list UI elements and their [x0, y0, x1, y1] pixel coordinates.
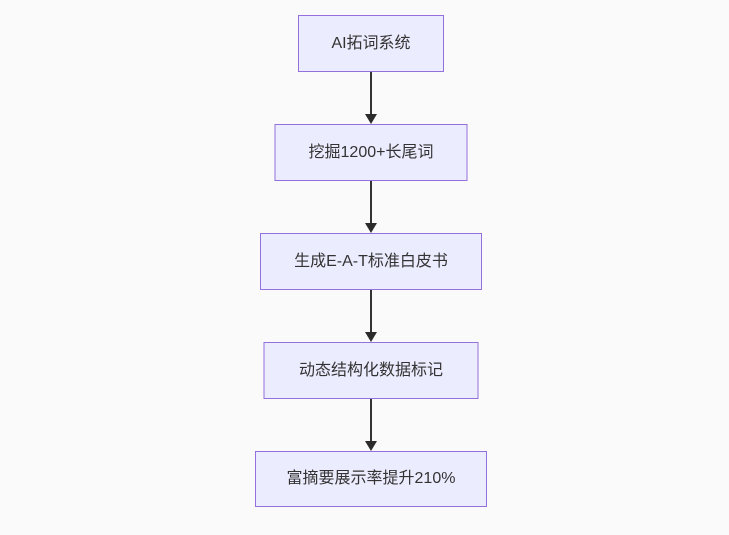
flow-edge-d-e: [364, 399, 378, 451]
arrowhead-down-icon: [365, 114, 377, 124]
flow-node-mine-longtail-keywords: 挖掘1200+长尾词: [274, 124, 468, 181]
flow-node-label: 生成E-A-T标准白皮书: [294, 252, 448, 270]
edge-line: [370, 290, 372, 333]
edge-line: [370, 399, 372, 442]
edge-line: [370, 181, 372, 224]
flow-edge-c-d: [364, 290, 378, 342]
flow-node-ai-word-expansion-system: AI拓词系统: [298, 15, 444, 72]
arrowhead-down-icon: [365, 332, 377, 342]
arrowhead-down-icon: [365, 223, 377, 233]
flow-node-label: 动态结构化数据标记: [298, 361, 443, 379]
flow-node-dynamic-structured-data-markup: 动态结构化数据标记: [263, 342, 479, 399]
arrowhead-down-icon: [365, 441, 377, 451]
flow-edge-a-b: [364, 72, 378, 124]
flow-node-generate-eat-whitepaper: 生成E-A-T标准白皮书: [260, 233, 482, 290]
flow-node-label: 挖掘1200+长尾词: [308, 143, 434, 161]
flow-node-label: AI拓词系统: [331, 34, 411, 52]
flow-node-label: 富摘要展示率提升210%: [286, 470, 456, 487]
flow-node-rich-snippet-rate-increase: 富摘要展示率提升210%: [255, 451, 487, 507]
edge-line: [370, 72, 372, 115]
flow-edge-b-c: [364, 181, 378, 233]
